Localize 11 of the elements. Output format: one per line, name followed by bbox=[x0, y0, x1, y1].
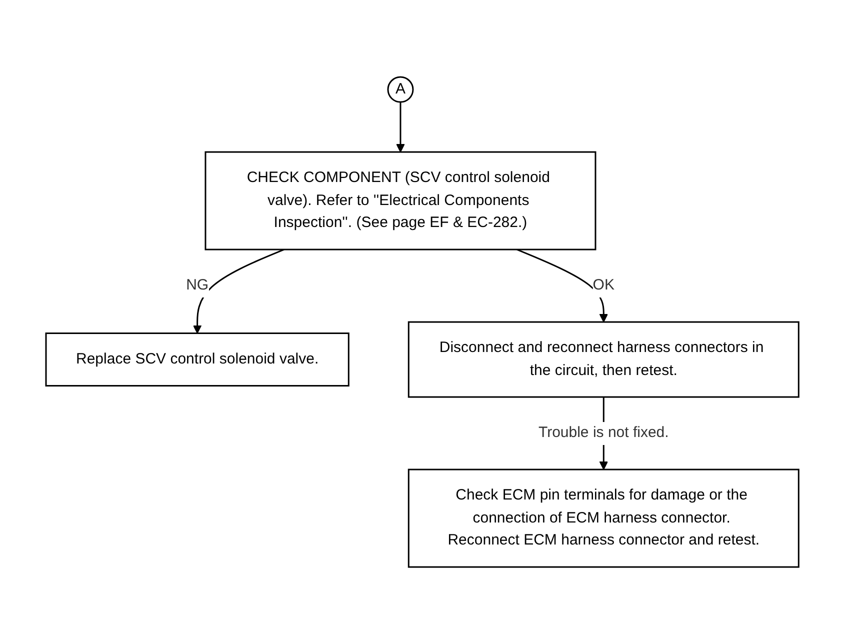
node-box: Replace SCV control solenoid valve. bbox=[45, 332, 350, 386]
node-box: CHECK COMPONENT (SCV control solenoid valve). Refer to ''Electrical Components Inspection''. (See page EF & EC-282.) bbox=[204, 151, 596, 250]
arrow bbox=[396, 102, 406, 152]
node-box: Check ECM pin terminals for damage or the connection of ECM harness connector. Reconnect ECM harness connector and retest. bbox=[408, 468, 800, 568]
arrow bbox=[193, 248, 284, 334]
node-circle: A bbox=[387, 76, 414, 103]
edge-label: OK bbox=[592, 276, 615, 294]
edge-label: NG bbox=[186, 276, 209, 294]
arrow bbox=[516, 248, 608, 322]
edge-label: Trouble is not fixed. bbox=[538, 424, 669, 441]
node-box: Disconnect and reconnect harness connectors in the circuit, then retest. bbox=[408, 321, 800, 398]
